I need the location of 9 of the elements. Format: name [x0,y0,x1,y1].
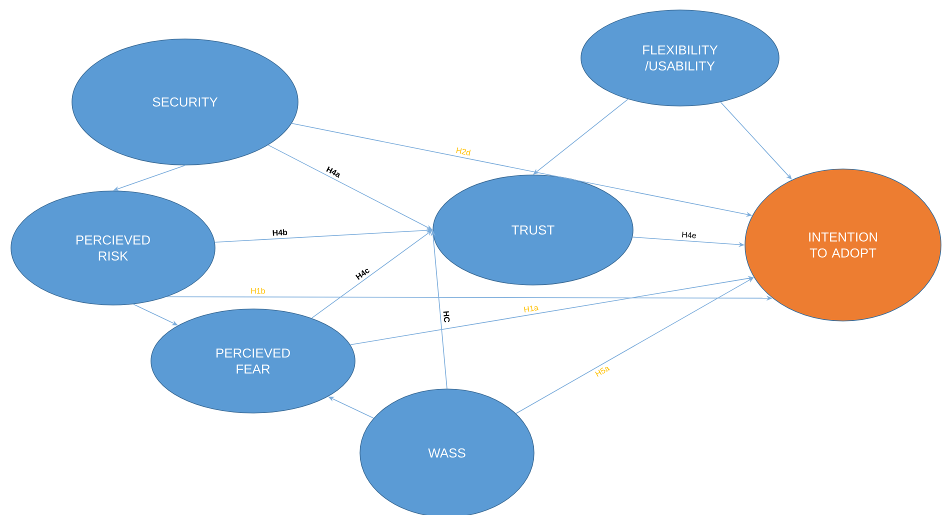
edge-label: H4e [680,230,698,240]
edge-label: H5a [593,364,612,379]
edge-label: H1b [250,286,266,295]
edge-label: HC [442,310,451,324]
edge-label: H4b [271,228,289,237]
edge-label: H4c [354,266,372,282]
edge-label: H1a [522,303,540,314]
edge-label: H2d [454,146,472,157]
edge-label: H4a [324,164,343,180]
